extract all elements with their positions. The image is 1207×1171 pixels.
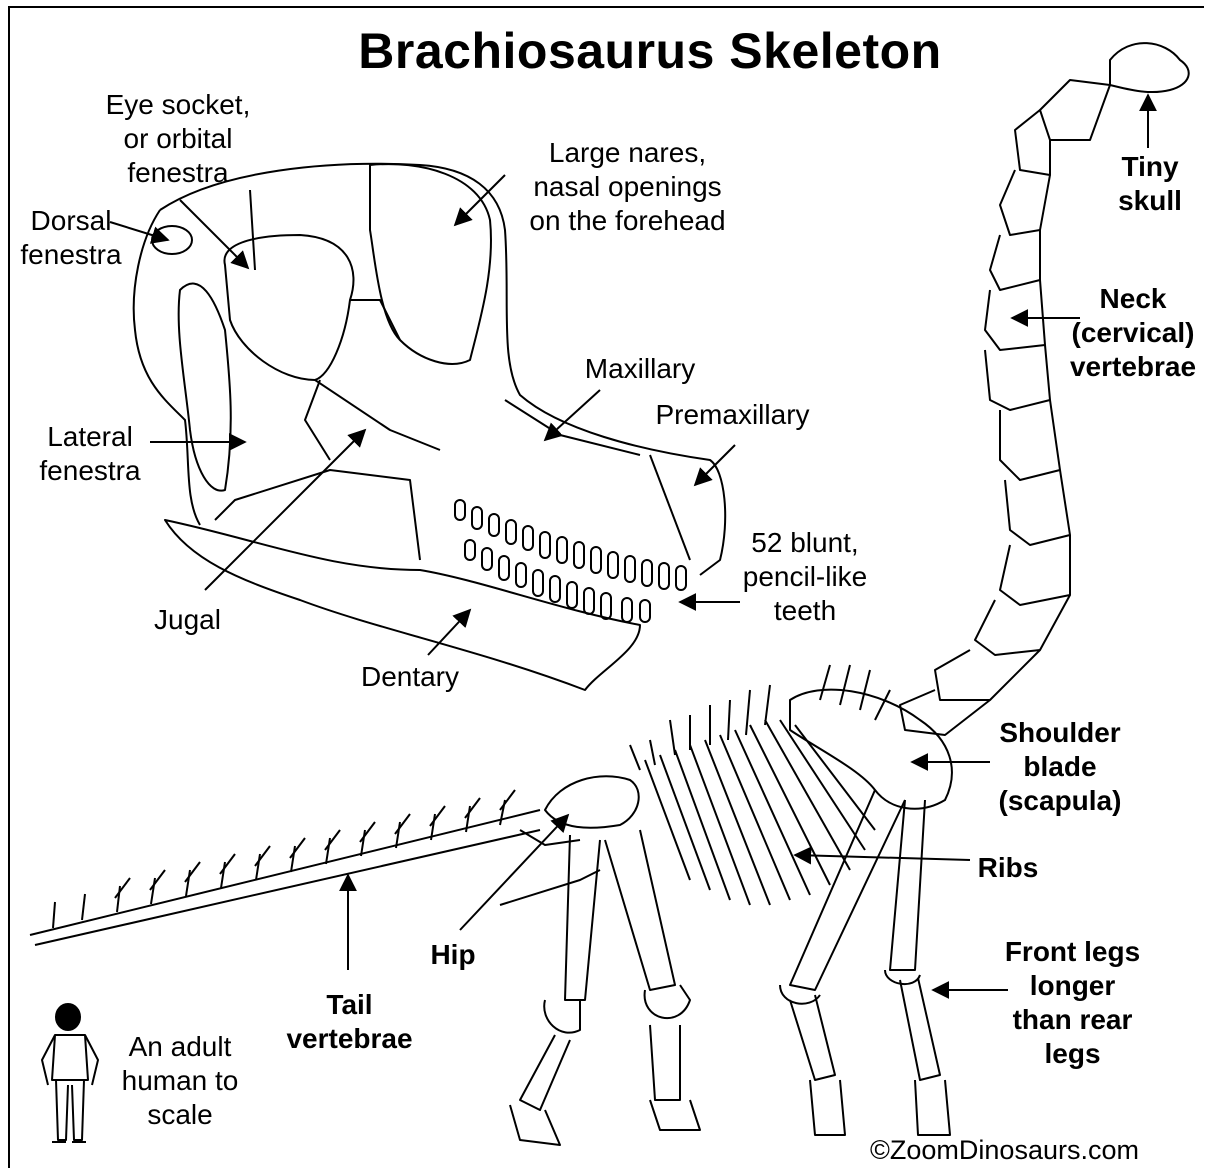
label-dentary: Dentary [345, 660, 475, 694]
label-premaxillary: Premaxillary [640, 398, 825, 432]
neck-vertebrae [900, 80, 1110, 735]
tail-vertebrae [30, 790, 540, 945]
arrow-premaxillary [695, 445, 735, 485]
label-tail-vertebrae: Tail vertebrae [272, 988, 427, 1056]
arrow-ribs [795, 855, 970, 860]
label-tiny-skull: Tiny skull [1100, 150, 1200, 218]
rear-legs [510, 830, 700, 1145]
nares-shape [370, 164, 491, 364]
label-human-scale: An adult human to scale [105, 1030, 255, 1132]
front-legs [780, 790, 950, 1135]
label-lateral-fenestra: Lateral fenestra [25, 420, 155, 488]
label-teeth: 52 blunt, pencil-like teeth [730, 526, 880, 628]
lateral-fenestra-shape [179, 284, 231, 491]
label-maxillary: Maxillary [570, 352, 710, 386]
copyright-notice: ©ZoomDinosaurs.com [870, 1135, 1200, 1166]
label-front-legs: Front legs longer than rear legs [990, 935, 1155, 1071]
tiny-skull-shape [1110, 43, 1189, 92]
label-neck: Neck (cervical) vertebrae [1060, 282, 1206, 384]
label-jugal: Jugal [135, 603, 240, 637]
label-eye-socket: Eye socket, or orbital fenestra [88, 88, 268, 190]
pelvis-shape [545, 776, 639, 828]
arrow-dentary [428, 610, 470, 655]
label-dorsal-fenestra: Dorsal fenestra [10, 204, 132, 272]
human-figure [42, 1004, 98, 1142]
ribs [645, 720, 875, 905]
page-title: Brachiosaurus Skeleton [300, 22, 1000, 80]
dorsal-spines [630, 665, 890, 770]
arrow-hip [460, 815, 568, 930]
label-large-nares: Large nares, nasal openings on the foreh… [505, 136, 750, 238]
label-ribs: Ribs [968, 851, 1048, 885]
upper-teeth [455, 500, 686, 590]
label-shoulder-blade: Shoulder blade (scapula) [985, 716, 1135, 818]
label-hip: Hip [418, 938, 488, 972]
orbital-fenestra-shape [224, 235, 353, 380]
dorsal-fenestra-shape [152, 226, 192, 254]
